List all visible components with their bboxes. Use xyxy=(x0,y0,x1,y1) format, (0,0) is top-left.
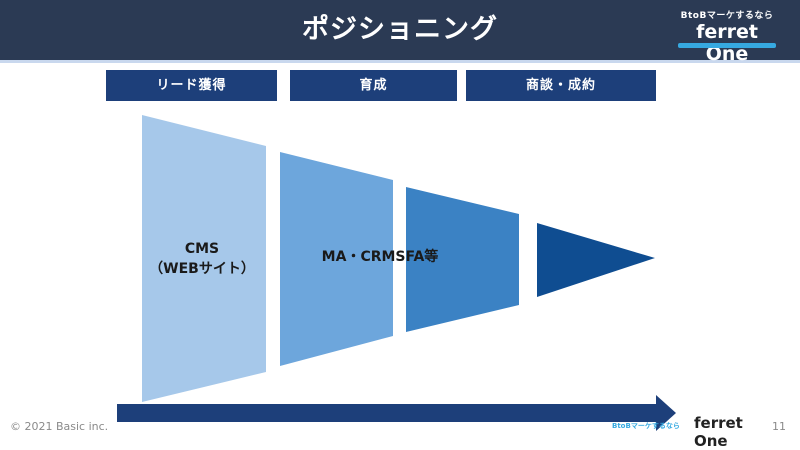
segment-label-cms: CMS （WEBサイト） xyxy=(140,239,264,279)
copyright-text: © 2021 Basic inc. xyxy=(10,420,109,433)
brand-logo-footer: BtoBマーケするなら ferret One xyxy=(612,414,772,450)
funnel-segment-tip xyxy=(537,223,655,297)
segment-label-cms-line2: （WEBサイト） xyxy=(149,261,255,277)
segment-label-cms-line1: CMS xyxy=(184,241,220,257)
page-number: 11 xyxy=(772,420,786,433)
slide-title: ポジショニング xyxy=(302,14,498,45)
brand-logo-top: BtoBマーケするなら ferret One xyxy=(672,8,782,65)
progress-arrow-head xyxy=(656,395,676,431)
footer-brand-tagline: BtoBマーケするなら xyxy=(612,422,680,430)
stage-nurturing: 育成 xyxy=(290,70,457,101)
brand-logo-underline xyxy=(678,43,776,48)
funnel-diagram xyxy=(117,115,676,431)
progress-arrow xyxy=(117,395,676,431)
stage-lead-acquisition: リード獲得 xyxy=(106,70,277,101)
funnel-segment-cms xyxy=(142,115,266,402)
brand-tagline: BtoBマーケするなら xyxy=(680,11,774,21)
footer-brand-logo-text: ferret One xyxy=(694,414,743,450)
stage-deal-closing: 商談・成約 xyxy=(466,70,656,101)
header-divider xyxy=(0,60,800,63)
header-bar xyxy=(0,0,800,60)
segment-label-ma: MA・CRMSFA等 xyxy=(321,249,439,265)
funnel-segment-ma-crm-sfa xyxy=(280,152,393,366)
brand-logo-text: ferret One xyxy=(696,21,758,65)
funnel-segment-third xyxy=(406,187,519,332)
progress-arrow-shaft xyxy=(117,404,658,422)
